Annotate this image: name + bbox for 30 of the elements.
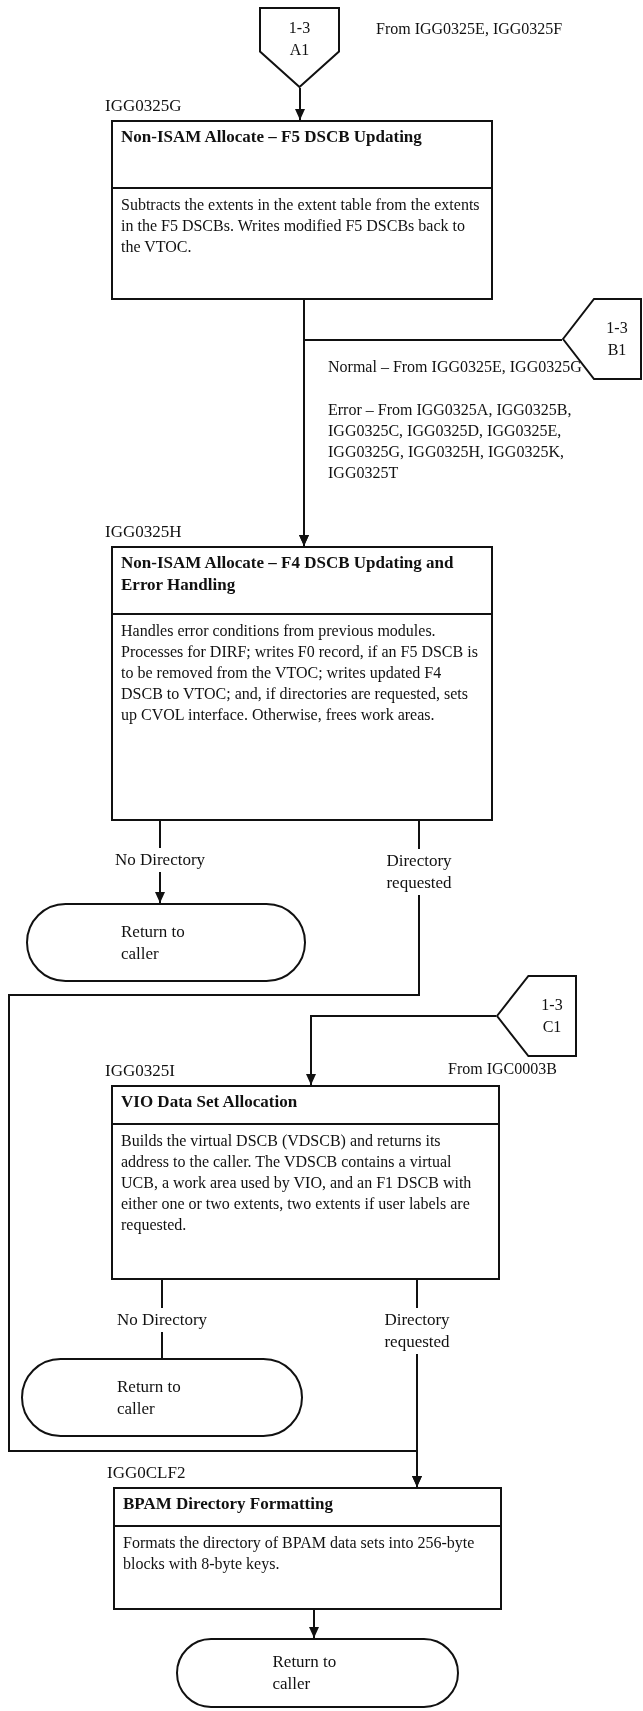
connector-label: 1-3 C1: [540, 995, 564, 1037]
module-name: IGG0CLF2: [107, 1463, 186, 1483]
box-description: Subtracts the extents in the extent table from the extents in the F5 DSCBs. Writes modified F5 DSCBs back to the VTOC.: [120, 195, 481, 257]
terminal-text: Return to caller: [117, 1375, 182, 1420]
box-description: Builds the virtual DSCB (VDSCB) and returns its address to the caller. The VDSCB contains a virtual UCB, a work area used by VIO, and an F1 DSCB with either one or two extents, two extents if user labels are requested.: [120, 1131, 473, 1236]
note-text: From IGC0003B: [448, 1059, 558, 1079]
box-heading: Non-ISAM Allocate – F4 DSCB Updating and Error Handling: [113, 548, 491, 615]
box-heading: BPAM Directory Formatting: [115, 1489, 500, 1527]
edge-label: No Directory: [112, 848, 208, 872]
connector-label: 1-3 B1: [605, 318, 629, 360]
flow-arrow: [295, 87, 305, 121]
box-heading: VIO Data Set Allocation: [113, 1087, 498, 1125]
box-description: Handles error conditions from previous modules. Processes for DIRF; writes F0 record, if an F5 DSCB is to be removed from the VTOC; writes updated F4 DSCB to VTOC; and, if directories are requested, sets up CVOL interface. Otherwise, frees work areas.: [120, 621, 479, 726]
note-text: Error – From IGG0325A, IGG0325B, IGG0325C, IGG0325D, IGG0325E, IGG0325G, IGG0325H, IGG0325K, IGG0325T: [328, 400, 573, 483]
flow-arrow: [309, 1609, 319, 1639]
module-name: IGG0325G: [105, 96, 182, 116]
terminal-text: Return to caller: [121, 920, 186, 965]
module-name: IGG0325I: [105, 1061, 175, 1081]
note-text: Normal – From IGG0325E, IGG0325G: [328, 357, 583, 377]
note-text: From IGG0325E, IGG0325F: [376, 19, 564, 39]
flow-arrow: [299, 339, 563, 547]
edge-label: No Directory: [114, 1308, 210, 1332]
box-heading: Non-ISAM Allocate – F5 DSCB Updating: [113, 122, 491, 189]
module-name: IGG0325H: [105, 522, 182, 542]
offpage-connector: [496, 975, 577, 1057]
connector-label: 1-3 A1: [287, 18, 312, 60]
box-description: Formats the directory of BPAM data sets into 256-byte blocks with 8-byte keys.: [122, 1533, 476, 1575]
terminal-text: Return to caller: [272, 1651, 338, 1695]
offpage-connector: [259, 7, 340, 88]
flow-arrow: [306, 1015, 497, 1086]
